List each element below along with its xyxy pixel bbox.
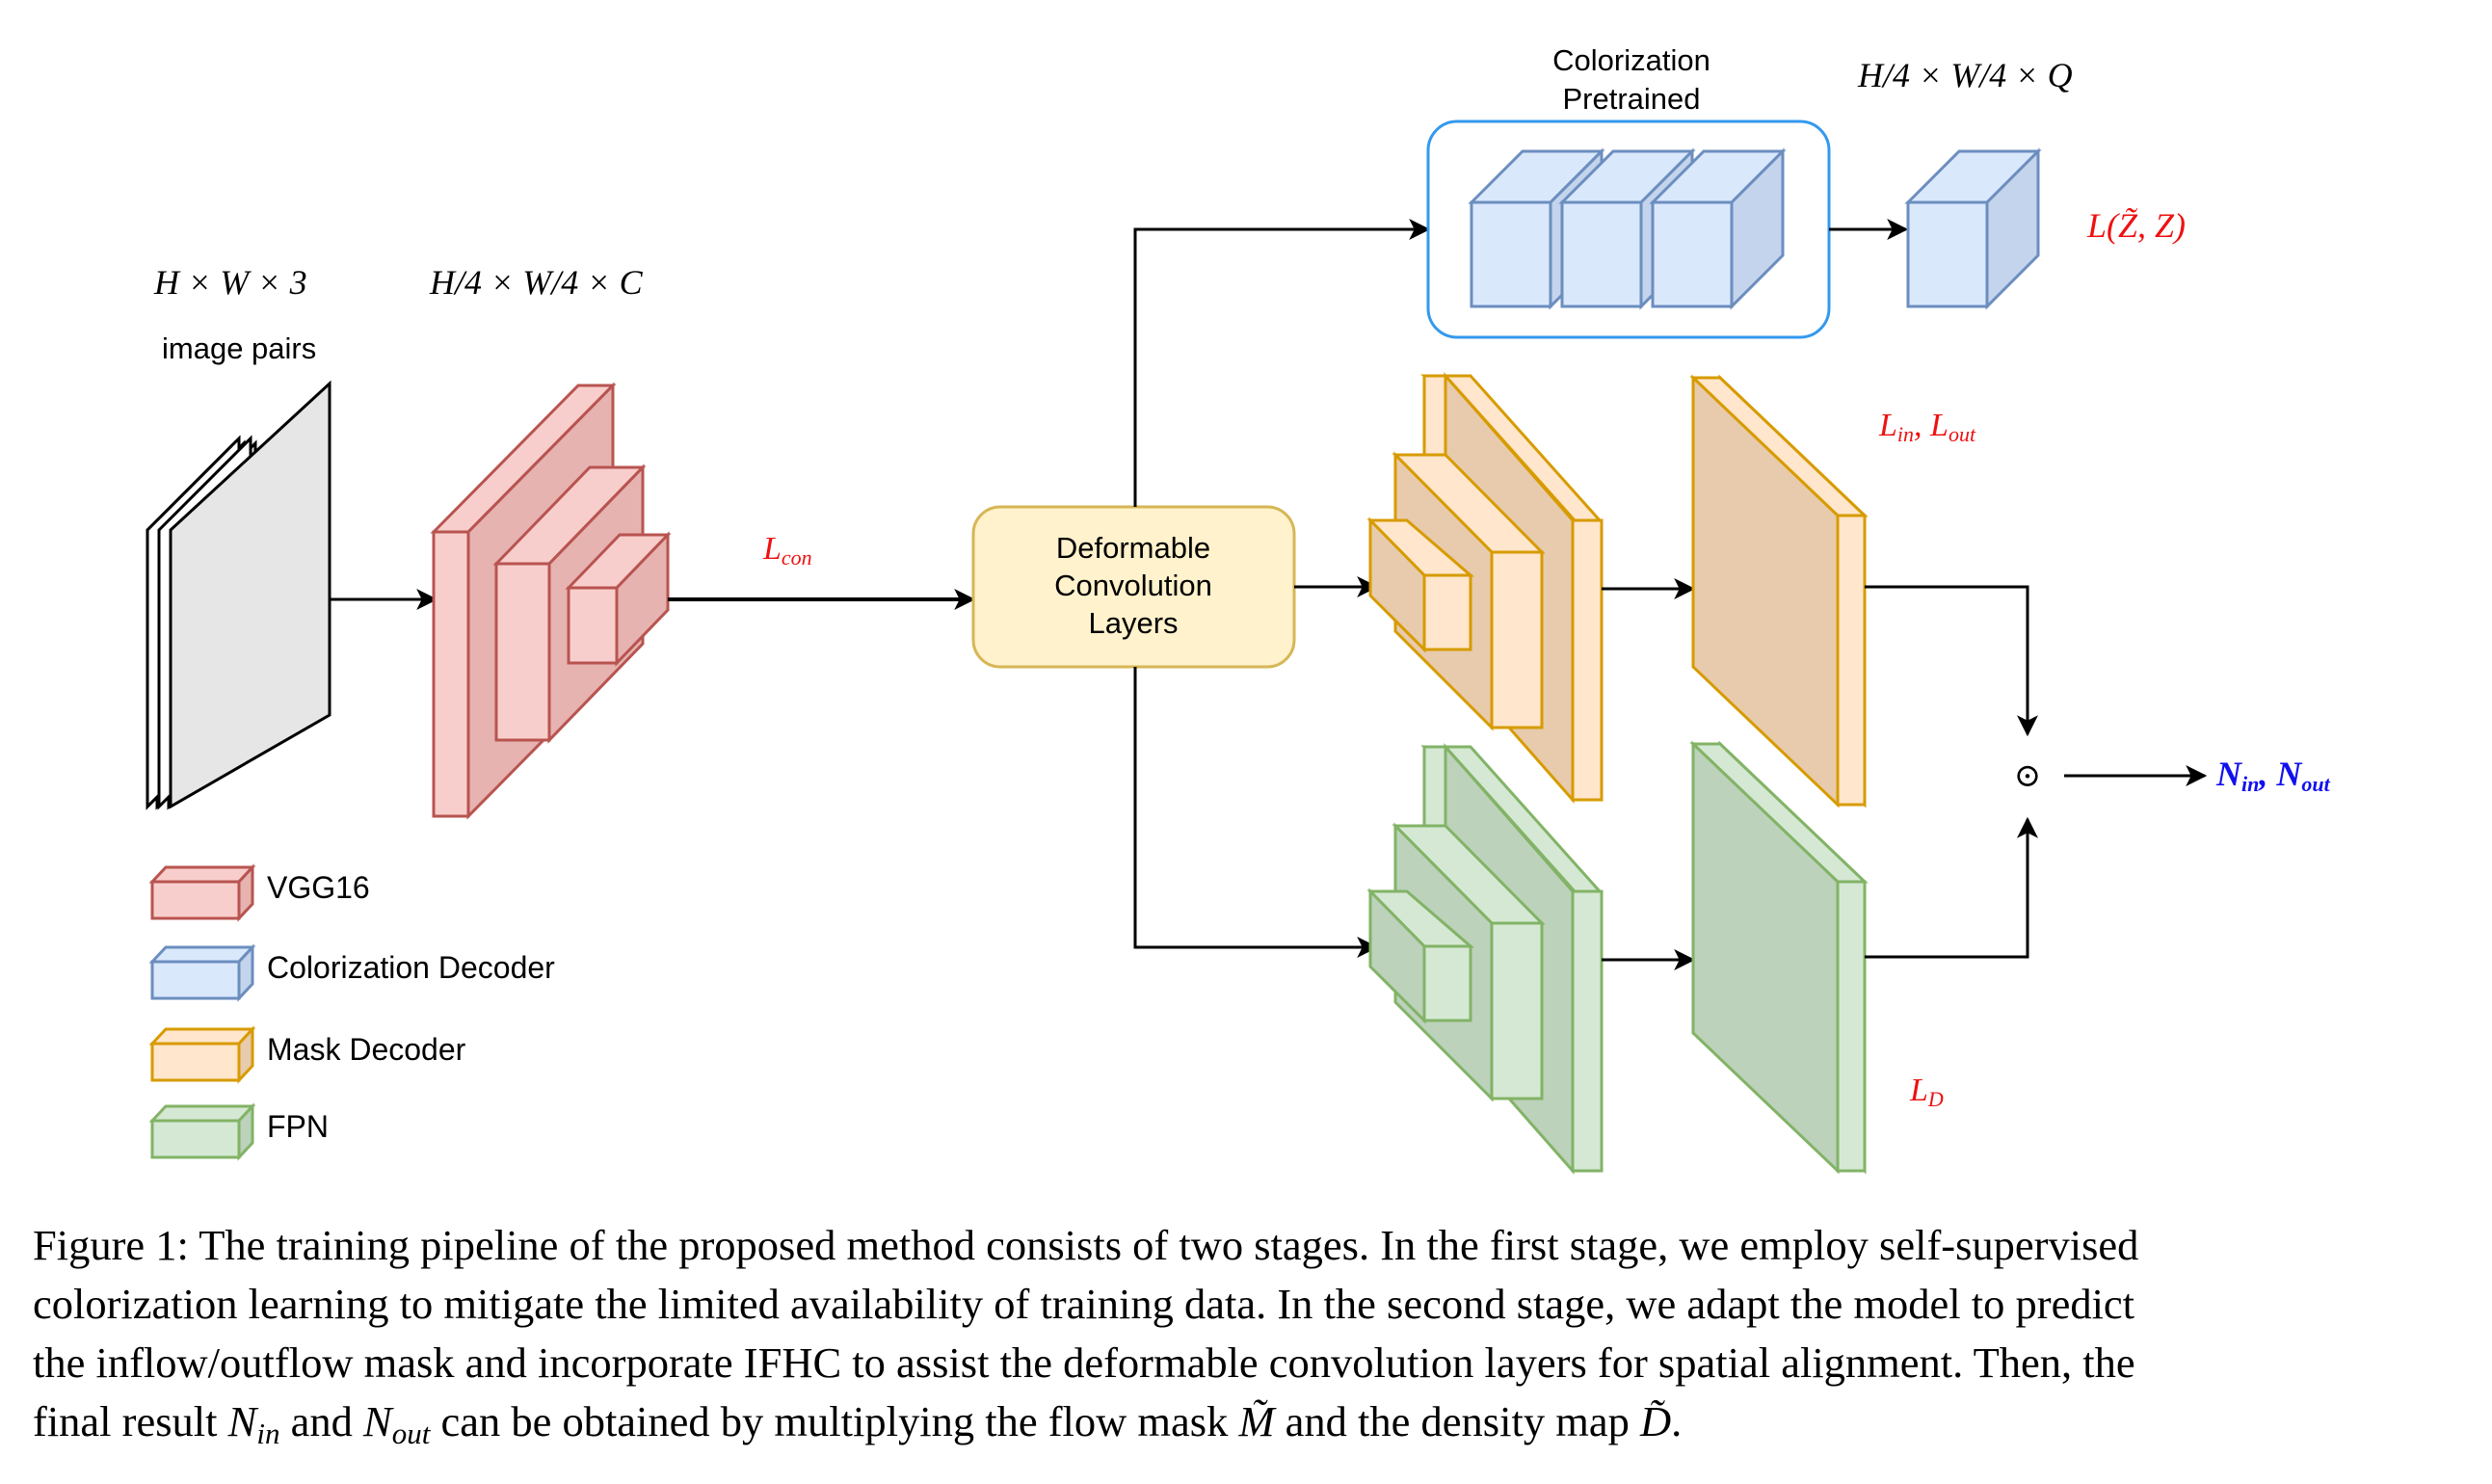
legend-item-mask-decoder: Mask Decoder	[148, 1025, 466, 1084]
l-zz-label: L(Z̃, Z)	[2086, 206, 2186, 245]
fpn-branch	[1366, 743, 1604, 1175]
l-d-label: LD	[1909, 1073, 1944, 1111]
caption-line-4: final result Nin and Nout can be obtaine…	[33, 1397, 1683, 1450]
odot-icon: ⊙	[2014, 758, 2042, 794]
color-pretrained-line1: Colorization	[1552, 43, 1710, 77]
arrow-down-icon	[1865, 585, 2038, 737]
arrow-right-icon	[1133, 667, 1379, 958]
arrow-right-icon	[1133, 219, 1431, 507]
legend-label: FPN	[267, 1109, 329, 1144]
n-in-out-label: Nin, Nout	[2215, 755, 2331, 796]
mask-decoder	[1366, 372, 1604, 804]
vgg16-encoder	[430, 382, 672, 820]
input-image-pairs-front	[146, 380, 331, 810]
vgg-dims-label: H/4 × W/4 × C	[429, 263, 644, 302]
legend-label: VGG16	[267, 870, 370, 905]
deform-line2: Convolution	[1054, 569, 1212, 602]
caption-line-2: colorization learning to mitigate the li…	[33, 1280, 2135, 1328]
colorization-output	[1904, 147, 2042, 310]
color-dims-label: H/4 × W/4 × Q	[1857, 56, 2073, 94]
color-pretrained-line2: Pretrained	[1562, 82, 1700, 116]
legend-item-fpn: FPN	[148, 1102, 329, 1161]
legend-label: Mask Decoder	[267, 1032, 466, 1067]
figure-caption: Figure 1: The training pipeline of the p…	[33, 1216, 2461, 1451]
arrow-up-icon	[1865, 816, 2038, 959]
caption-line-3: the inflow/outflow mask and incorporate …	[33, 1338, 2135, 1387]
input-name-label: image pairs	[162, 331, 316, 365]
legend-label: Colorization Decoder	[267, 950, 555, 985]
l-con-label: Lcon	[762, 531, 812, 570]
fpn-output	[1689, 740, 1869, 1175]
colorization-pretrained-group	[1426, 119, 1831, 339]
l-in-out-label: Lin, Lout	[1878, 408, 1976, 446]
deform-line1: Deformable	[1056, 531, 1210, 565]
legend-item-colorization-decoder: Colorization Decoder	[148, 943, 555, 1002]
caption-line-1: Figure 1: The training pipeline of the p…	[33, 1221, 2139, 1269]
legend: VGG16 Colorization Decoder Mask Decoder …	[148, 863, 555, 1161]
legend-item-vgg16: VGG16	[148, 863, 370, 922]
deformable-conv-block: Deformable Convolution Layers	[971, 505, 1296, 669]
deform-line3: Layers	[1088, 606, 1178, 640]
input-dims-label: H × W × 3	[153, 263, 307, 302]
mask-output	[1689, 374, 1869, 808]
